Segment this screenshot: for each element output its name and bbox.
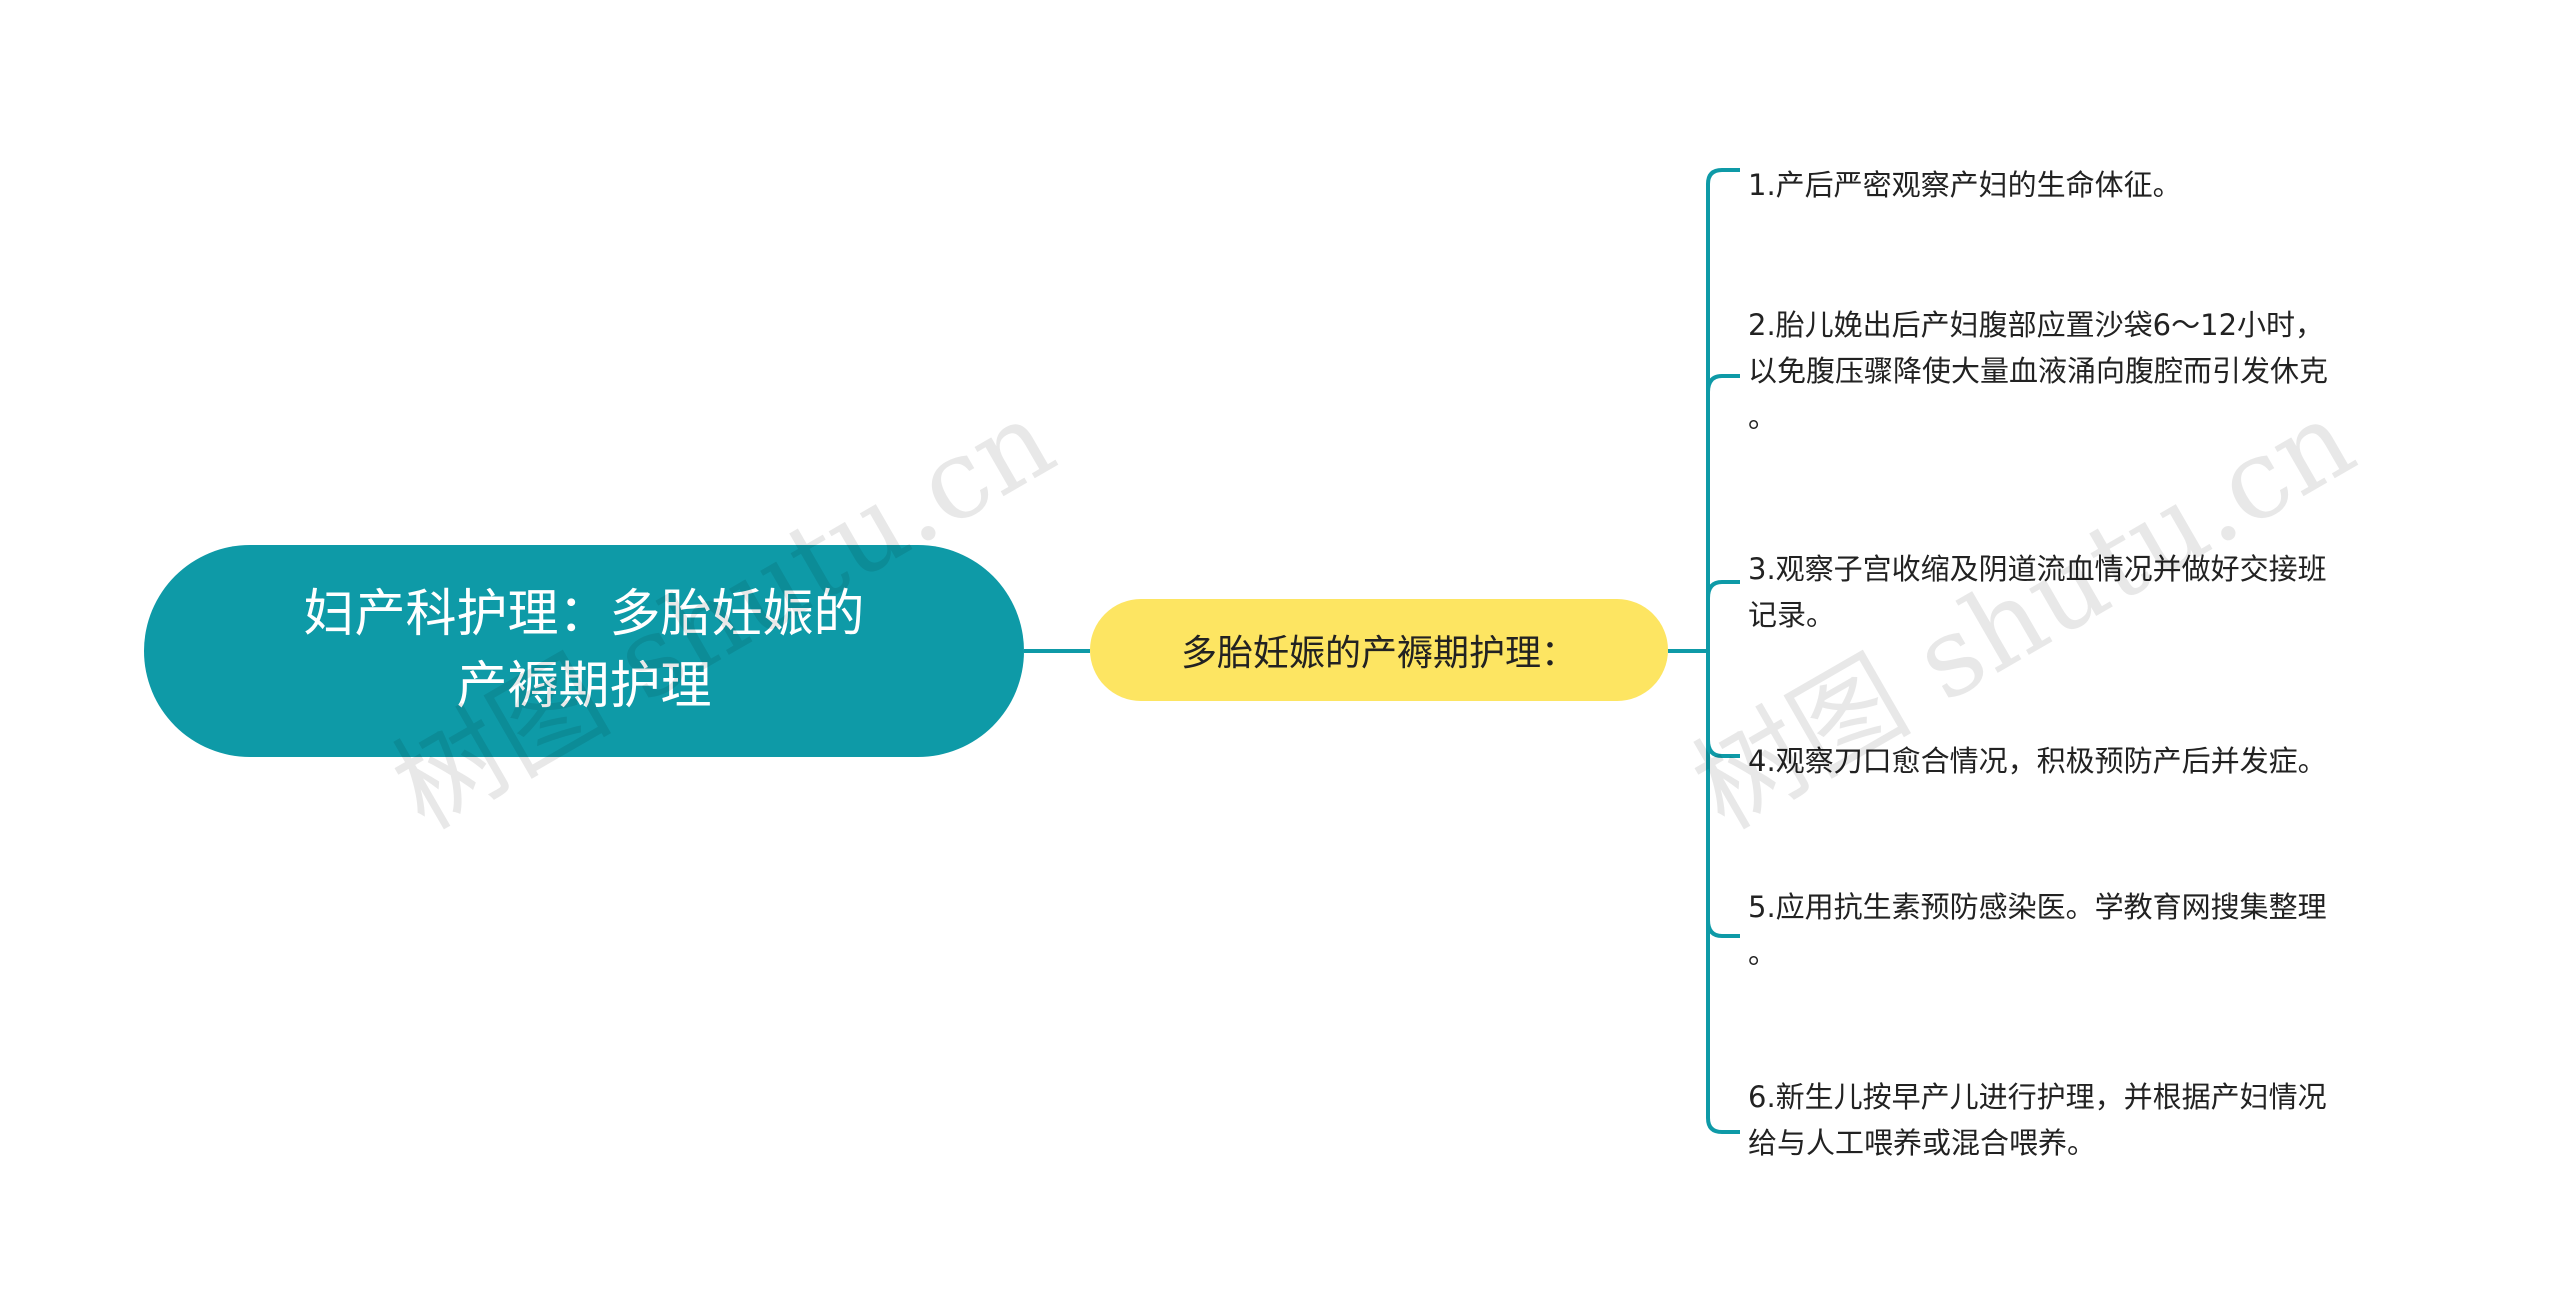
- leaf-node-2[interactable]: 2.胎儿娩出后产妇腹部应置沙袋6～12小时， 以免腹压骤降使大量血液涌向腹腔而引…: [1748, 308, 2329, 434]
- leaf-connector-3: [1706, 580, 1740, 599]
- root-node-text: 妇产科护理：多胎妊娠的 产褥期护理: [303, 585, 865, 716]
- leaf-node-6[interactable]: 6.新生儿按早产儿进行护理，并根据产妇情况 给与人工喂养或混合喂养。: [1748, 1080, 2327, 1160]
- branch-node[interactable]: 多胎妊娠的产褥期护理：: [1090, 599, 1668, 701]
- leaf-node-1[interactable]: 1.产后严密观察产妇的生命体征。: [1748, 168, 2182, 202]
- leaf-node-4[interactable]: 4.观察刀口愈合情况，积极预防产后并发症。: [1748, 744, 2327, 778]
- leaf-node-5[interactable]: 5.应用抗生素预防感染医。学教育网搜集整理 。: [1748, 890, 2327, 970]
- leaf-connector-2: [1706, 374, 1740, 393]
- branch-node-text: 多胎妊娠的产褥期护理：: [1180, 633, 1577, 674]
- leaf-node-3[interactable]: 3.观察子宫收缩及阴道流血情况并做好交接班 记录。: [1748, 552, 2327, 632]
- bracket-spine: [1706, 168, 1723, 1134]
- root-node[interactable]: 妇产科护理：多胎妊娠的 产褥期护理: [144, 545, 1024, 757]
- leaf-connector-4: [1706, 739, 1740, 758]
- leaf-connector-5: [1706, 919, 1740, 938]
